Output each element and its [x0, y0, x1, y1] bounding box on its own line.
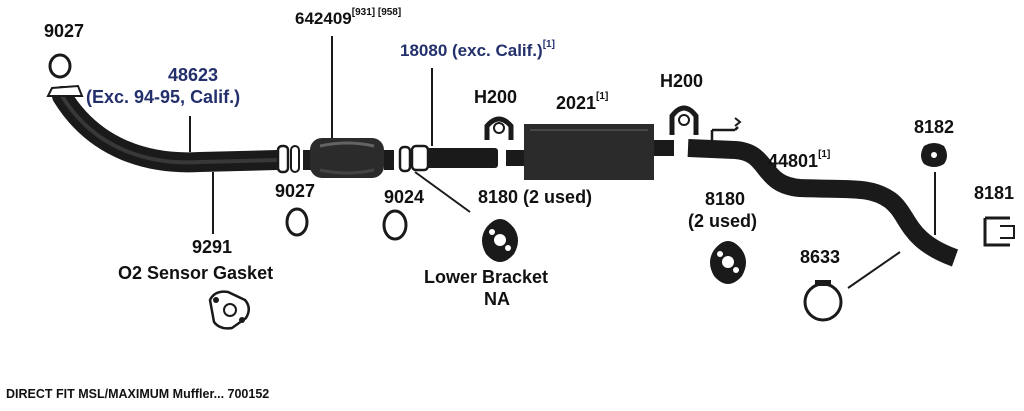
label-18080: 18080 (exc. Calif.)[1] — [400, 39, 555, 60]
label-2021-number: 2021 — [556, 93, 597, 113]
label-h200-left: H200 — [474, 87, 518, 107]
label-44801: 44801[1] — [768, 149, 831, 171]
label-9027-mid: 9027 — [275, 181, 316, 201]
label-642409-number: 642409 — [295, 9, 352, 28]
converter-642409 — [303, 138, 394, 178]
bracket-8180-right — [710, 241, 746, 284]
label-44801-number: 44801 — [768, 151, 819, 171]
front-pipe-48623 — [46, 84, 287, 173]
label-8633: 8633 — [800, 247, 841, 267]
label-9024: 9024 — [384, 187, 425, 207]
label-8180-right: 8180 — [705, 189, 746, 209]
label-48623-note: (Exc. 94-95, Calif.) — [86, 87, 241, 107]
label-642409-sup: [931] [958] — [351, 7, 402, 18]
o2-sensor-gasket-9291 — [208, 290, 250, 330]
label-h200-right: H200 — [660, 71, 704, 91]
label-lower-bracket-na: NA — [484, 289, 510, 309]
label-8182: 8182 — [914, 117, 955, 137]
label-18080-text: 18080 (exc. Calif.) — [400, 41, 543, 60]
label-642409: 642409[931] [958] — [295, 7, 402, 28]
label-lower-bracket: Lower Bracket — [424, 267, 549, 287]
clamp-8633 — [803, 280, 843, 322]
gasket-9024-ring — [398, 145, 412, 173]
intermediate-pipe-18080 — [410, 144, 516, 172]
bracket-8180-left — [482, 219, 518, 262]
label-44801-sup: [1] — [818, 149, 831, 160]
label-48623: 48623 — [168, 65, 219, 85]
label-9291-note: O2 Sensor Gasket — [118, 263, 274, 283]
label-9027-top: 9027 — [44, 21, 85, 41]
hanger-h200-left — [484, 116, 514, 140]
label-8180-right-note: (2 used) — [688, 211, 758, 231]
clamp-8181 — [983, 216, 1015, 247]
tailpipe-44801 — [687, 117, 959, 267]
gasket-9027-top — [48, 53, 72, 79]
hanger-8182 — [921, 143, 947, 167]
hanger-h200-right — [669, 105, 699, 135]
label-9291: 9291 — [192, 237, 233, 257]
leader-lines — [189, 36, 936, 289]
gasket-9027-mid-ring — [276, 144, 300, 174]
muffler-2021 — [514, 124, 674, 180]
gasket-9024 — [382, 209, 408, 241]
label-2021-sup: [1] — [596, 91, 609, 102]
label-8180-mid: 8180 (2 used) — [478, 187, 593, 207]
label-18080-sup: [1] — [542, 39, 555, 50]
gasket-9027-mid — [285, 207, 309, 237]
footer-text: DIRECT FIT MSL/MAXIMUM Muffler... 700152 — [6, 387, 270, 401]
label-2021: 2021[1] — [556, 91, 609, 113]
label-8181: 8181 — [974, 183, 1015, 203]
